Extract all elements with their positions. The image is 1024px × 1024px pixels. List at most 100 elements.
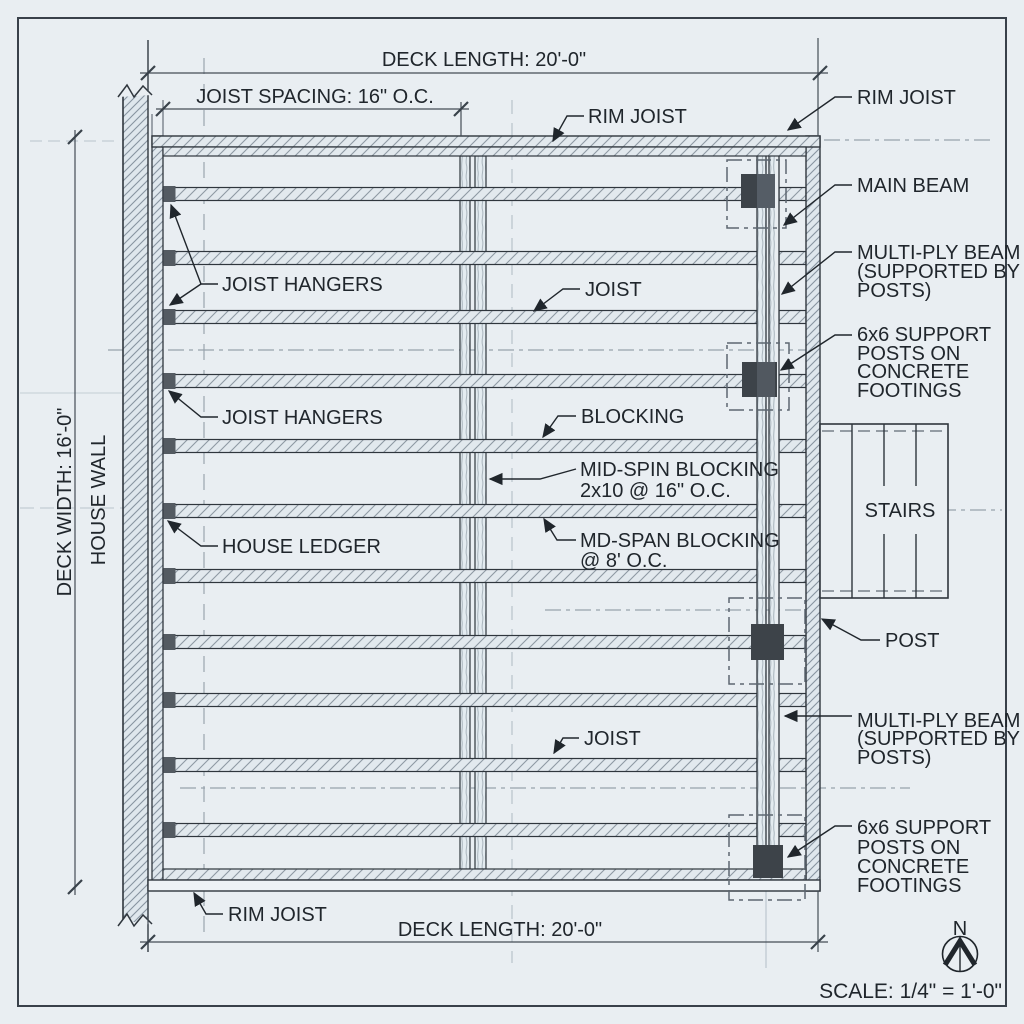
joist-hanger-3 (163, 309, 176, 325)
joist-2 (162, 250, 758, 266)
stairs-label: STAIRS (865, 500, 936, 522)
drawing-border (17, 17, 1007, 1007)
deck-length-top-text: DECK LENGTH: 20'-0" (382, 49, 586, 71)
joist-4 (162, 373, 758, 389)
joist-hanger-5 (163, 438, 176, 454)
mid-spin-blocking-line2: 2x10 @ 16" O.C. (580, 480, 731, 502)
joist-3 (162, 309, 758, 325)
leader-blocking (542, 415, 576, 439)
support-posts-upper-line1: 6x6 SUPPORT (857, 324, 991, 346)
joist-tail-11 (778, 822, 807, 838)
joist-hangers-lower-label: JOIST HANGERS (222, 407, 383, 429)
support-posts-upper-line2: POSTS ON (857, 343, 960, 365)
beam-gap (775, 153, 779, 869)
beam-ply-2 (769, 153, 775, 869)
leader-mid-span-blocking (543, 517, 576, 541)
footing-outline-2 (726, 342, 790, 411)
joist-7 (162, 568, 758, 584)
joist-1 (162, 186, 758, 202)
rim-joist-top-label: RIM JOIST (588, 106, 687, 128)
footing-outline-4 (728, 814, 806, 901)
beam-ply-1 (757, 153, 766, 869)
mid-spin-blocking-line1: MID-SPIN BLOCKING (580, 459, 779, 481)
scale-text: SCALE: 1/4" = 1'-0" (819, 980, 1002, 1003)
post-4 (753, 845, 783, 878)
leader-joist-lower (553, 737, 579, 755)
rim-joist-right-label: RIM JOIST (857, 87, 956, 109)
leader-rim-joist-right (786, 96, 852, 131)
house-wall-label: HOUSE WALL (88, 435, 110, 565)
ledger-board (151, 135, 164, 888)
house-wall (117, 40, 153, 952)
deck-width-text: DECK WIDTH: 16'-0" (54, 408, 76, 597)
multi-ply-lower-line3: POSTS) (857, 747, 931, 769)
support-posts-upper-line4: FOOTINGS (857, 380, 961, 402)
multi-ply-upper-line1: MULTI-PLY BEAM (857, 242, 1020, 264)
north-arrow: N (941, 918, 979, 973)
leader-post (820, 618, 880, 641)
joist-upper-label: JOIST (585, 279, 642, 301)
north-label: N (953, 918, 967, 940)
rim-joist-top-inner (162, 146, 807, 157)
leader-lines (166, 96, 880, 915)
joist-tail-1 (778, 186, 807, 202)
joist-lower-label: JOIST (584, 728, 641, 750)
rim-bands (147, 135, 821, 892)
rim-joist-right-member (805, 135, 821, 892)
post-label: POST (885, 630, 939, 652)
multi-ply-beam (756, 153, 780, 869)
dimension-texts: DECK LENGTH: 20'-0" JOIST SPACING: 16" O… (54, 49, 602, 941)
joist-11 (162, 822, 758, 838)
joist-8 (162, 634, 758, 650)
joist-hanger-10 (163, 757, 176, 773)
blocking-label: BLOCKING (581, 406, 684, 428)
support-posts-lower-line2: POSTS ON (857, 837, 960, 859)
joist-tail-7 (778, 568, 807, 584)
joist-hanger-11 (163, 822, 176, 838)
rim-joist-bottom-member (147, 879, 821, 892)
wall-break-top (117, 83, 153, 99)
joist-10 (162, 757, 758, 773)
support-posts (741, 174, 784, 878)
footing-outline-3 (728, 597, 806, 685)
joist-tail-9 (778, 692, 807, 708)
rim-joist-top-member (151, 135, 821, 148)
mid-span-blocking-line2: @ 8' O.C. (580, 550, 667, 572)
joist-hanger-2 (163, 250, 176, 266)
leader-joist-hangers-upper-2 (168, 283, 202, 306)
annotation-labels: JOIST HANGERS JOIST HANGERS HOUSE LEDGER… (222, 87, 1020, 926)
stairs-assembly: STAIRS (819, 423, 949, 599)
post-2-overlap (757, 362, 775, 397)
joist-tail-2 (778, 250, 807, 266)
support-posts-upper-line3: CONCRETE (857, 361, 969, 383)
post-1-overlap (757, 174, 775, 208)
post-2 (742, 362, 777, 397)
dimension-lines (74, 38, 828, 952)
footing-outlines (726, 159, 806, 901)
leader-rim-joist-top (552, 115, 584, 143)
mid-span-blocking-line1: MD-SPAN BLOCKING (580, 530, 780, 552)
joist-tail-5 (778, 438, 807, 454)
support-posts-lower-line3: CONCRETE (857, 856, 969, 878)
house-ledger-member (151, 100, 164, 888)
joist-5 (162, 438, 758, 454)
joist-hanger-6 (163, 503, 176, 519)
joists (162, 186, 807, 838)
joist-hanger-8 (163, 634, 176, 650)
footing-outline-1 (726, 159, 787, 229)
multi-ply-lower-line1: MULTI-PLY BEAM (857, 710, 1020, 732)
wall-break-bottom (117, 912, 153, 928)
multi-ply-lower-line2: (SUPPORTED BY (857, 728, 1020, 750)
leader-house-ledger (166, 520, 218, 547)
joist-hanger-9 (163, 692, 176, 708)
joist-6 (162, 503, 758, 519)
house-wall-hatch (123, 93, 148, 922)
rim-joist-bottom-inner (162, 868, 807, 881)
dimension-ticks (67, 65, 828, 950)
multi-ply-upper-line2: (SUPPORTED BY (857, 261, 1020, 283)
support-posts-lower-line4: FOOTINGS (857, 875, 961, 897)
leader-mid-spin-blocking (488, 468, 577, 486)
joist-tail-6 (778, 503, 807, 519)
